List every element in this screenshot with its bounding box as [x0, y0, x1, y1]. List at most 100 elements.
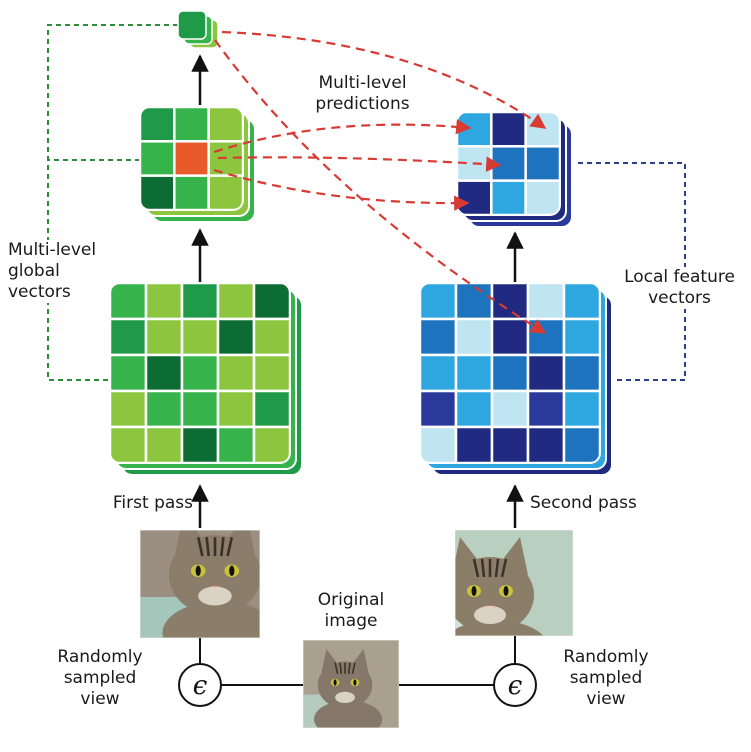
grid-cell [144, 425, 184, 463]
grid-cell [490, 283, 530, 321]
grid-cell [216, 317, 256, 357]
grid-cell [457, 179, 493, 215]
pred-top-to-big-blue [214, 39, 547, 334]
grid-border [139, 106, 244, 211]
grid-cell [110, 425, 148, 463]
original-image-label: Original image [317, 590, 385, 631]
grid-cells [457, 112, 560, 215]
grid-cell [526, 317, 566, 357]
green-feature-map-small [139, 106, 256, 223]
grid-cell [144, 283, 184, 321]
randomly-sampled-view-left-label: Randomly sampled view [57, 647, 143, 709]
grid-cell [526, 425, 566, 463]
grid-cells [110, 283, 290, 463]
grid-cell [457, 112, 493, 148]
sampled-view-right-photo [455, 530, 573, 636]
grid-cell [180, 389, 220, 429]
first-pass-label: First pass [112, 493, 193, 513]
grid-cell [216, 353, 256, 393]
grid-cell [420, 317, 458, 357]
green-feature-map-large [109, 282, 303, 476]
grid-cell [180, 317, 220, 357]
grid-cell [490, 179, 527, 215]
grid-cell [216, 283, 256, 321]
global-vector-stack [177, 10, 219, 49]
grid-cell [140, 174, 176, 210]
grid-cell [490, 425, 530, 463]
grid-cell [562, 353, 600, 393]
epsilon-symbol: ϵ [193, 671, 208, 701]
grid-cell [110, 389, 148, 429]
second-pass-label: Second pass [530, 493, 637, 513]
grid-border [419, 282, 601, 464]
grid-cell [490, 145, 527, 182]
grid-cell [490, 317, 530, 357]
grid-cells [420, 283, 600, 463]
grid-cell [110, 283, 148, 321]
original-image-photo [303, 640, 399, 728]
grid-cell [252, 317, 290, 357]
sampling-lines [199, 636, 516, 686]
grid-cell [207, 107, 243, 143]
blue-feature-map-large [419, 282, 613, 476]
grid-cell [454, 425, 494, 463]
grid-cell [526, 389, 566, 429]
grid-cell [173, 140, 210, 177]
grid-cell [207, 174, 243, 210]
grid-cell [173, 107, 210, 143]
grid-cell [420, 425, 458, 463]
grid-cell [252, 425, 290, 463]
grid-cell [454, 353, 494, 393]
grid-cell [524, 179, 560, 215]
grid-cells [140, 107, 243, 210]
grid-cell [216, 425, 256, 463]
flow-arrows [191, 54, 524, 528]
grid-cell [140, 140, 176, 177]
grid-cell [144, 389, 184, 429]
local-feature-vectors-label: Local feature vectors [612, 267, 747, 309]
blue-feature-map-small [456, 111, 573, 228]
grid-cell [454, 283, 494, 321]
multi-level-predictions-label: Multi-level predictions [315, 73, 410, 114]
grid-cell [420, 353, 458, 393]
grid-cell [420, 389, 458, 429]
prediction-arrows [213, 30, 547, 334]
grid-cell [490, 112, 527, 148]
grid-cell [140, 107, 176, 143]
pred-center-to-blue-row3 [213, 168, 470, 211]
grid-cell [216, 389, 256, 429]
grid-cell [454, 389, 494, 429]
grid-cell [562, 317, 600, 357]
grid-cell [144, 317, 184, 357]
local-vector-bracket [578, 162, 686, 381]
grid-cell [524, 145, 560, 182]
grid-cell [526, 283, 566, 321]
grid-cell [420, 283, 458, 321]
grid-cell [526, 353, 566, 393]
grid-cell [490, 389, 530, 429]
bracket-top-vector [47, 24, 178, 381]
sampled-view-left-photo [140, 530, 260, 638]
grid-cell [454, 317, 494, 357]
grid-cell [180, 353, 220, 393]
global-vector-brackets [47, 24, 178, 381]
epsilon-symbol: ϵ [508, 671, 523, 701]
grid-cell [562, 389, 600, 429]
randomly-sampled-view-right-label: Randomly sampled view [563, 647, 649, 709]
grid-cell [173, 174, 210, 210]
grid-cell [110, 317, 148, 357]
grid-cell [110, 353, 148, 393]
grid-cell [562, 283, 600, 321]
multi-level-global-vectors-label: Multi-level global vectors [8, 240, 101, 303]
grid-cell [180, 283, 220, 321]
epsilon-node-right: ϵ [493, 663, 537, 707]
grid-cell [490, 353, 530, 393]
grid-cell [180, 425, 220, 463]
grid-cell [562, 425, 600, 463]
grid-cell [252, 389, 290, 429]
grid-border [456, 111, 561, 216]
pred-center-to-blue-row2 [217, 156, 502, 172]
pred-center-to-blue-row1 [213, 119, 472, 154]
grid-cell [252, 353, 290, 393]
